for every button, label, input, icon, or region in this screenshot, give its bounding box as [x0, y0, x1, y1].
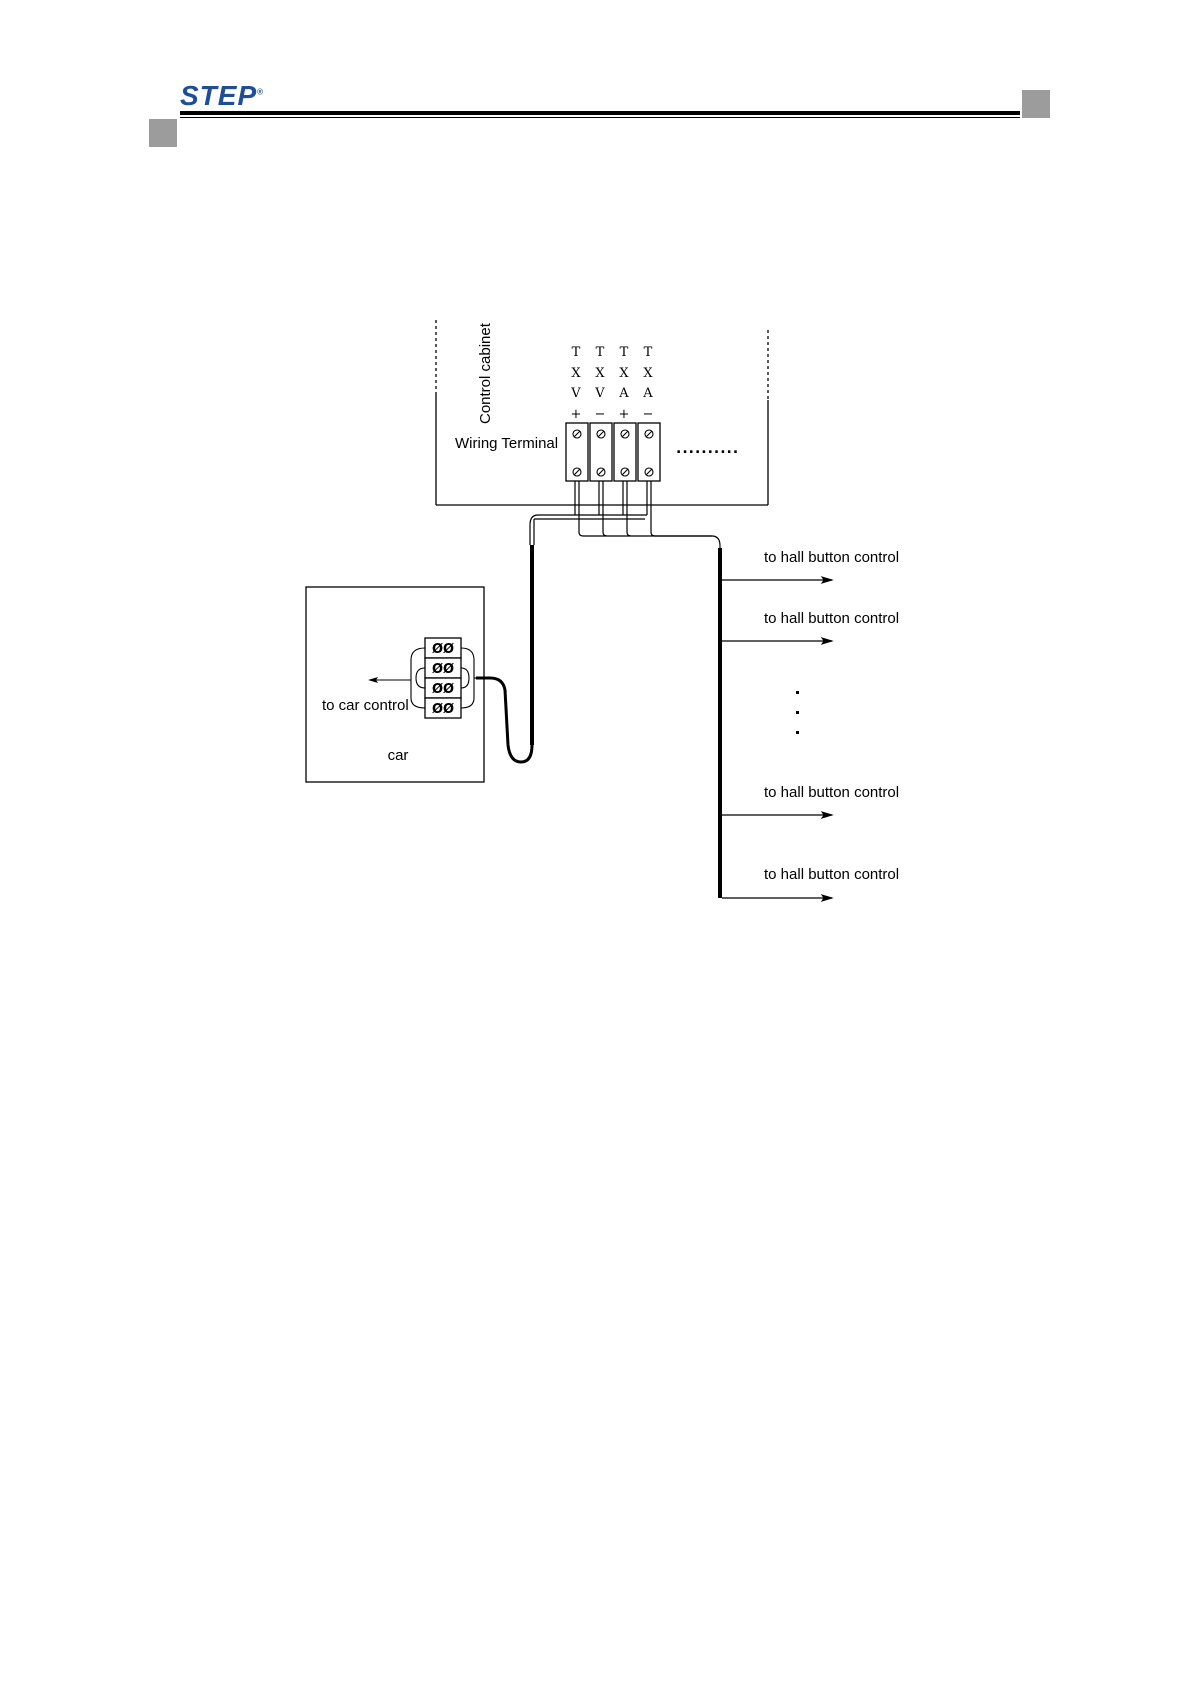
hall-label-2: to hall button control: [764, 610, 899, 627]
terminal-wires: [530, 481, 720, 550]
continuation-dots: [796, 691, 799, 734]
terminal-col3-r2: X: [619, 366, 629, 381]
cabinet-label: Control cabinet: [477, 322, 494, 424]
terminal-col3-r3: A: [618, 386, 629, 401]
hall-label-1: to hall button control: [764, 549, 899, 566]
terminal-col1-r2: X: [571, 366, 581, 381]
terminal-col3-r4: +: [619, 407, 630, 422]
terminal-col1-r1: T: [572, 345, 581, 360]
terminal-col4-r4: −: [643, 407, 654, 422]
terminal-col1-r4: +: [571, 407, 582, 422]
svg-text:ØØ: ØØ: [432, 682, 454, 697]
terminal-col4-r3: A: [642, 386, 653, 401]
terminal-col4-r2: X: [643, 366, 653, 381]
terminal-col2-r2: X: [595, 366, 605, 381]
car-control-label: to car control: [322, 697, 409, 714]
terminal-col2-r1: T: [596, 345, 605, 360]
terminal-col4-r1: T: [644, 345, 653, 360]
hall-label-3: to hall button control: [764, 784, 899, 801]
terminal-col2-r4: −: [595, 407, 606, 422]
terminal-col2-r3: V: [594, 386, 605, 401]
terminal-column-labels: T X V + T X V − T X A + T X A −: [570, 345, 653, 422]
svg-text:ØØ: ØØ: [432, 642, 454, 657]
more-terminals-dots: ..........: [676, 441, 739, 457]
hall-label-4: to hall button control: [764, 866, 899, 883]
terminal-label: Wiring Terminal: [455, 435, 558, 452]
car-label: car: [388, 747, 409, 764]
svg-text:ØØ: ØØ: [432, 702, 454, 717]
terminal-col1-r3: V: [570, 386, 581, 401]
svg-text:ØØ: ØØ: [432, 662, 454, 677]
terminal-col3-r1: T: [620, 345, 629, 360]
